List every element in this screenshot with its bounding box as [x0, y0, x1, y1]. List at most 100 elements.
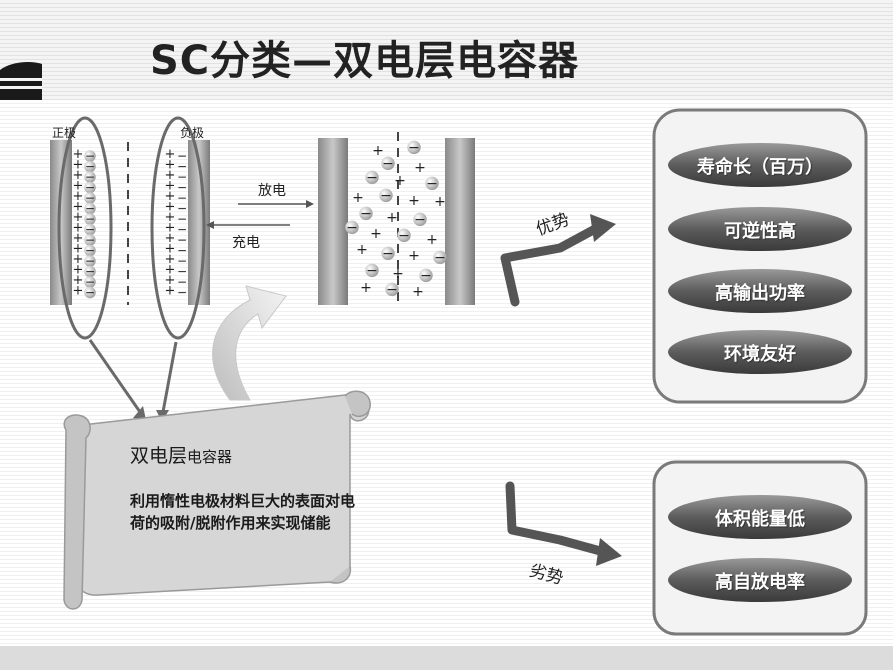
positive-charge: + — [73, 221, 84, 236]
cycle-arrow — [212, 285, 287, 401]
negative-ion-ion-bg — [84, 171, 96, 183]
free-ions: +−−+−+−+−++−+−−+−++−+−−+−+−+ — [345, 140, 447, 300]
negative-ion-ion-bg — [84, 255, 96, 267]
negative-electrode-label: 负极 — [180, 126, 205, 140]
free-positive-ion: + — [426, 232, 438, 248]
negative-charge: − — [177, 265, 187, 279]
negative-ion: − — [85, 181, 95, 195]
positive-highlight-oval — [57, 116, 113, 340]
positive-ion: + — [165, 158, 176, 173]
negative-ion-ion-bg — [84, 202, 96, 215]
negative-charge: − — [177, 286, 187, 300]
discharged-negative-plate — [445, 138, 475, 305]
free-negative-ion-ion-bg — [385, 282, 399, 297]
positive-electrode-label: 正极 — [52, 126, 77, 140]
positive-ion: + — [165, 231, 176, 246]
negative-charge: − — [177, 160, 187, 174]
scroll-title: 双电层电容器 — [130, 441, 232, 468]
page-title: SC分类—双电层电容器 — [150, 38, 580, 84]
free-negative-ion: − — [366, 263, 378, 279]
free-positive-ion: + — [356, 242, 368, 258]
negative-ion: − — [85, 275, 95, 289]
positive-ion: + — [165, 210, 176, 225]
positive-ion: + — [165, 263, 176, 278]
positive-plate — [50, 140, 72, 305]
free-negative-ion: − — [426, 176, 438, 192]
negative-ion: − — [85, 265, 95, 279]
pointer-arrow-left — [88, 339, 142, 413]
negative-ion-ion-bg — [84, 286, 96, 299]
negative-charge: − — [177, 170, 187, 184]
positive-ion: + — [165, 147, 176, 162]
free-positive-ion: + — [394, 173, 406, 189]
scroll-description: 利用惰性电极材料巨大的表面对电荷的吸附/脱附作用来实现储能 — [130, 492, 356, 532]
negative-ion: − — [85, 170, 95, 184]
negative-ion-ion-bg — [84, 276, 96, 288]
disadvantage-arrow — [505, 481, 609, 557]
disadvantage-item-1: 体积能量低 — [715, 509, 805, 530]
free-positive-ion: + — [370, 226, 382, 242]
negative-ion-ion-bg — [84, 244, 96, 257]
free-negative-ion: − — [414, 212, 426, 228]
free-positive-ion: + — [372, 143, 384, 159]
positive-ion: + — [165, 221, 176, 236]
free-negative-ion: − — [360, 206, 372, 222]
negative-charge: − — [177, 223, 187, 237]
charge-label: 充电 — [232, 235, 260, 251]
free-positive-ion: + — [352, 190, 364, 206]
free-negative-ion-ion-bg — [379, 188, 393, 203]
negative-ion: − — [85, 254, 95, 268]
negative-plate — [188, 140, 210, 305]
advantage-item-4: 环境友好 — [724, 344, 796, 365]
positive-charge: + — [73, 273, 84, 288]
free-positive-ion: + — [412, 284, 424, 300]
positive-ion: + — [165, 284, 176, 299]
negative-charge: − — [177, 244, 187, 258]
negative-ion-ion-bg — [84, 181, 96, 194]
positive-charge: + — [73, 147, 84, 162]
negative-ion: − — [85, 202, 95, 216]
footer-bar — [0, 646, 893, 670]
scroll-title-sub: 电容器 — [187, 448, 233, 466]
negative-charge: − — [177, 202, 187, 216]
advantage-pill-4 — [668, 330, 852, 374]
advantage-arrow — [500, 223, 602, 307]
negative-ion: − — [85, 244, 95, 258]
positive-charge: + — [73, 263, 84, 278]
disadvantage-pill-1 — [668, 495, 852, 539]
free-negative-ion: − — [346, 220, 358, 236]
negative-ion-ion-bg — [84, 265, 96, 278]
free-negative-ion-ion-bg — [407, 140, 421, 155]
positive-charge: + — [73, 189, 84, 204]
negative-ion-ion-bg — [84, 192, 96, 204]
free-positive-ion: + — [386, 210, 398, 226]
advantage-item-1: 寿命长（百万） — [697, 157, 823, 178]
negative-ion: − — [85, 149, 95, 163]
negative-ion-ion-bg — [84, 234, 96, 246]
disadvantages-box — [652, 460, 868, 636]
electrode-charges: +−+−+−+−+−+−+−+−+−+−+−+−+−+−+−+−+−+−+−+−… — [73, 147, 187, 300]
positive-ion: + — [165, 179, 176, 194]
negative-charge: − — [177, 212, 187, 226]
free-negative-ion: − — [380, 188, 392, 204]
positive-charge: + — [73, 200, 84, 215]
negative-charge: − — [177, 149, 187, 163]
negative-ion: − — [85, 191, 95, 205]
positive-ion: + — [165, 252, 176, 267]
advantage-item-2: 可逆性高 — [724, 221, 796, 242]
negative-ion: − — [85, 212, 95, 226]
free-negative-ion-ion-bg — [365, 170, 379, 185]
free-negative-ion-ion-bg — [425, 176, 439, 191]
discharge-label: 放电 — [258, 183, 286, 199]
free-negative-ion: − — [408, 140, 420, 156]
free-negative-ion-ion-bg — [419, 268, 433, 283]
free-negative-ion-ion-bg — [413, 212, 427, 227]
advantages-box — [652, 108, 868, 404]
negative-ion: − — [85, 286, 95, 300]
free-positive-ion: + — [408, 248, 420, 264]
disadvantage-pill-2 — [668, 558, 852, 602]
advantage-pill-3 — [668, 269, 852, 313]
scroll-title-main: 双电层 — [130, 445, 188, 467]
